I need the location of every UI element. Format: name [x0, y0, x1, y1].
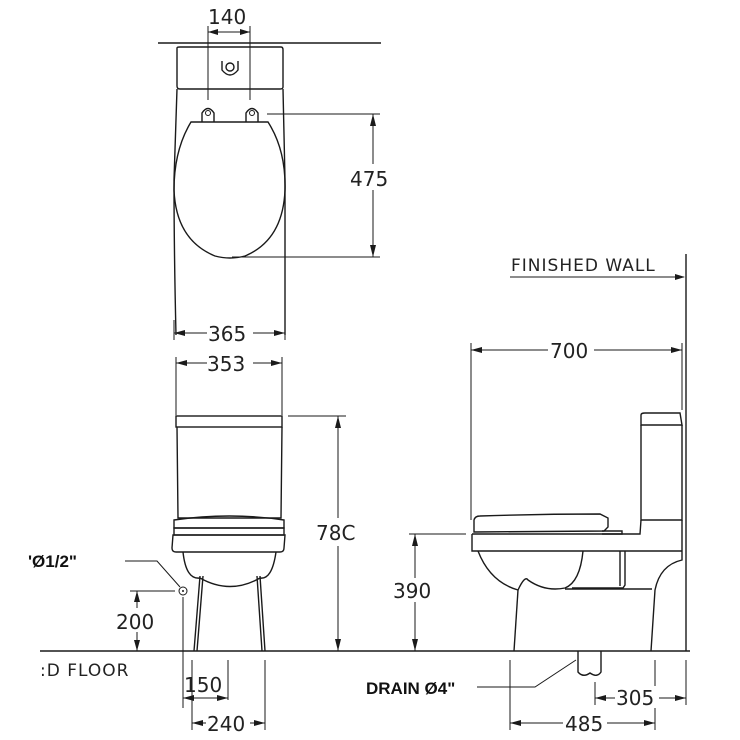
tank-lid [175, 415, 283, 428]
bowl-curve-left [182, 551, 201, 579]
side-tank-body [640, 425, 683, 521]
pedestal-right [256, 575, 266, 652]
bowl-right-side [282, 88, 286, 335]
dim-305-label: 305 [616, 686, 654, 710]
front-seat-ring [171, 534, 286, 553]
dim-240-label: 240 [207, 712, 245, 736]
front-seat-lid [173, 515, 285, 529]
dim-780-label: 78C [316, 521, 355, 545]
drain-leader-line [477, 659, 577, 688]
side-tank-lid [640, 412, 683, 426]
finished-floor-label: :D FLOOR [40, 661, 129, 681]
top-view: 140 475 365 [158, 5, 396, 346]
dim-700-label: 700 [550, 339, 588, 363]
seat-hinge-left-icon [201, 107, 215, 122]
side-pedestal-front [513, 589, 519, 652]
dim-140-label: 140 [208, 5, 246, 29]
drain-label: DRAIN Ø4" [366, 679, 455, 698]
supply-leader-line [125, 560, 181, 588]
dim-353-label: 353 [207, 352, 245, 376]
dim-475-label: 475 [350, 167, 388, 191]
dim-150-label: 150 [184, 673, 222, 697]
front-view: 353 78C 'Ø1/2" 200 [28, 351, 357, 736]
water-supply-inlet-icon [178, 586, 188, 596]
side-seat-lid [473, 513, 609, 533]
drain-pipe-icon [577, 651, 602, 676]
dim-200-label: 200 [116, 610, 154, 634]
side-view: FINISHED WALL 700 DRAIN Ø4" [366, 254, 687, 736]
dim-390-label: 390 [393, 579, 431, 603]
tank-top-outline [176, 46, 284, 90]
side-bowl-curve [477, 550, 584, 591]
side-body-outline [472, 519, 683, 652]
dim-485-label: 485 [565, 712, 603, 736]
supply-label: 'Ø1/2" [28, 552, 77, 571]
dim-365-label: 365 [208, 322, 246, 346]
tank-body [176, 426, 283, 519]
seat-outline [173, 121, 286, 259]
flush-button-icon [221, 61, 239, 76]
pedestal-left [193, 575, 204, 652]
finished-wall-label: FINISHED WALL [511, 256, 656, 276]
seat-hinge-right-icon [245, 107, 259, 122]
